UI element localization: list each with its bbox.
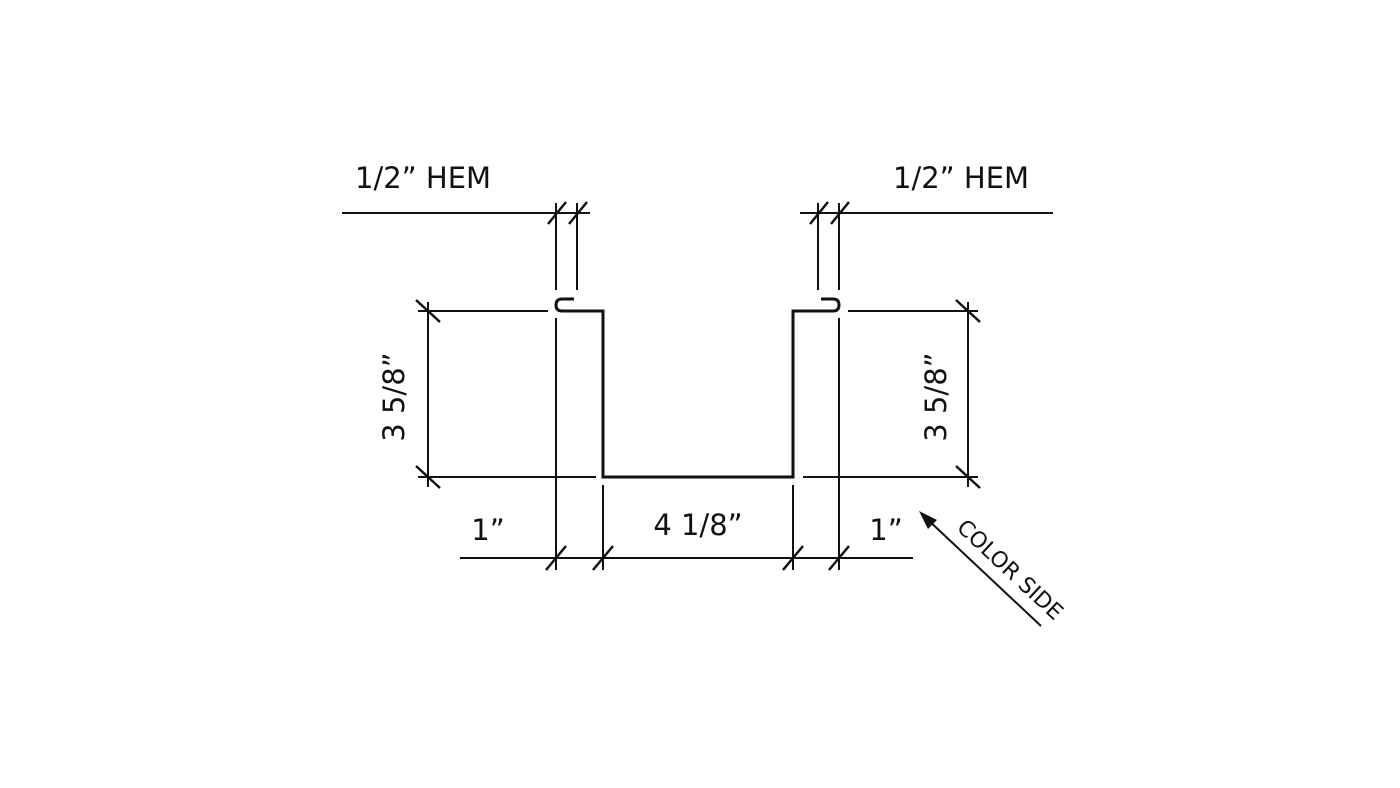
color-side-arrow (919, 511, 1042, 627)
height-left-label: 3 5/8” (377, 352, 411, 441)
height-right-dimension (803, 299, 981, 489)
hem-right-dimension (800, 201, 1053, 290)
channel-profile (554, 297, 841, 479)
hem-left-label: 1/2” HEM (355, 161, 491, 195)
color-side-label: COLOR SIDE (952, 515, 1068, 625)
height-left-dimension (415, 299, 596, 489)
flange-left-label: 1” (471, 513, 504, 547)
height-right-label: 3 5/8” (919, 352, 953, 441)
hem-right-label: 1/2” HEM (893, 161, 1029, 195)
width-dimensions (460, 318, 913, 571)
base-width-label: 4 1/8” (653, 508, 742, 542)
hem-left-dimension (342, 201, 590, 290)
flange-right-label: 1” (869, 513, 902, 547)
